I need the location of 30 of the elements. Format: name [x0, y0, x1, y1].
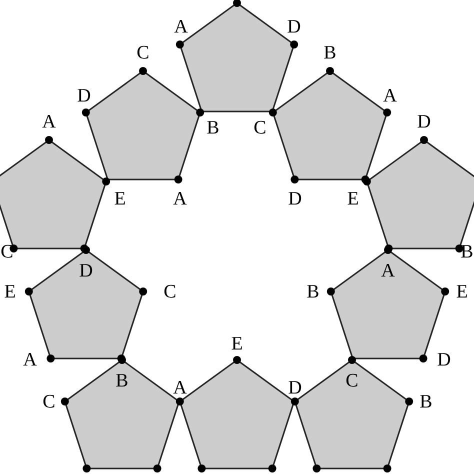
vertex-label: E: [4, 282, 16, 302]
vertex-label: B: [116, 372, 128, 390]
vertex-label: C: [254, 118, 266, 138]
vertex-label: A: [42, 112, 56, 132]
vertex-label: E: [231, 334, 243, 354]
vertex-label: C: [164, 282, 176, 302]
vertex-label: B: [306, 282, 320, 302]
vertex-label: A: [173, 378, 187, 398]
vertex-label: C: [346, 372, 358, 390]
vertex-label: D: [77, 86, 91, 106]
vertex-label: B: [324, 44, 336, 62]
vertex-label: A: [23, 350, 37, 370]
vertex-label: E: [456, 282, 468, 302]
vertex-label: D: [287, 18, 301, 36]
vertex-label: B: [460, 242, 474, 262]
vertex-label: C: [136, 44, 150, 62]
vertex-label: A: [173, 190, 187, 208]
vertex-label: E: [347, 190, 359, 208]
vertex-label: D: [288, 378, 302, 398]
vertex-label: B: [420, 392, 432, 412]
vertex-label: C: [42, 392, 56, 412]
vertex-label: B: [206, 118, 220, 138]
vertex-label: D: [79, 262, 93, 280]
vertex-label: D: [417, 112, 431, 132]
vertex-label: A: [174, 18, 188, 36]
vertex-label: D: [288, 190, 302, 208]
vertex-label: A: [381, 262, 395, 280]
vertex-label: D: [437, 350, 451, 370]
vertex-label: A: [383, 86, 397, 106]
vertex-label: E: [114, 190, 126, 208]
